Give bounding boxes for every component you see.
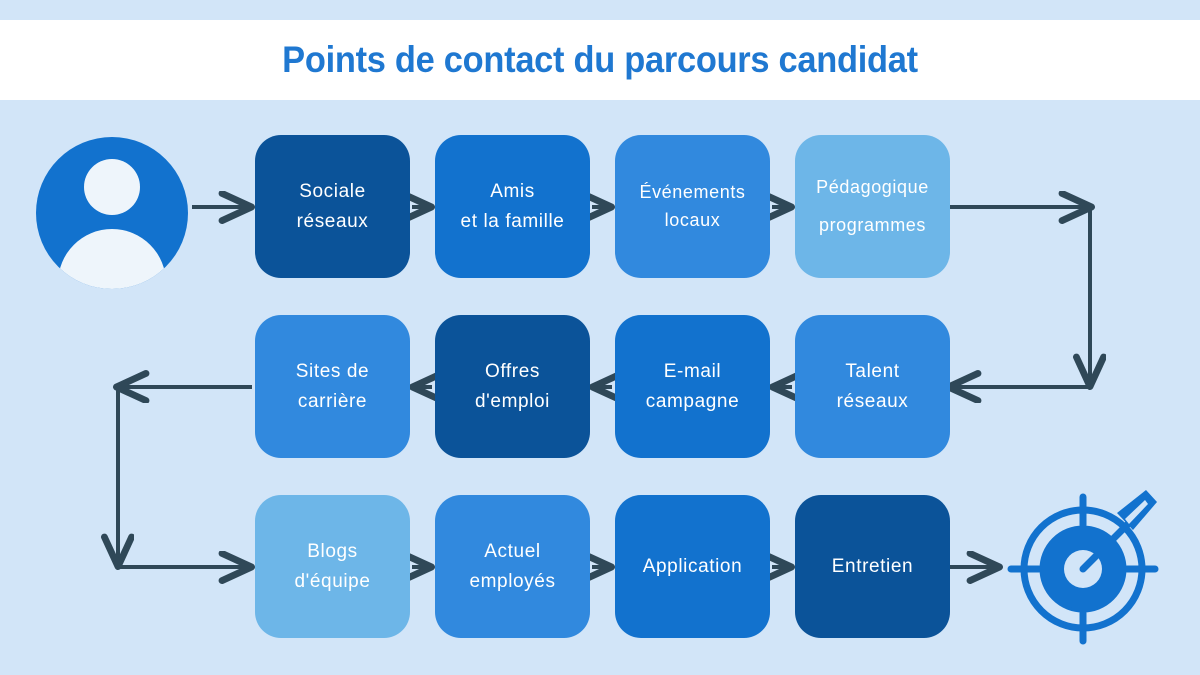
node-line1: Sociale	[299, 181, 366, 203]
node-line1: Sites de	[295, 361, 370, 383]
avatar-head-shape	[84, 159, 140, 215]
node-line2: d'équipe	[294, 570, 371, 592]
node-application[interactable]: Application	[615, 495, 770, 638]
node-line2: carrière	[297, 390, 368, 412]
node-line1: Amis	[490, 181, 535, 203]
node-talent-reseaux[interactable]: Talent réseaux	[795, 315, 950, 458]
user-avatar-icon	[36, 137, 188, 289]
node-actuel-employes[interactable]: Actuel employés	[435, 495, 590, 638]
node-line1: Pédagogique	[816, 176, 929, 197]
node-sociale-reseaux[interactable]: Sociale réseaux	[255, 135, 410, 278]
node-blogs-equipe[interactable]: Blogs d'équipe	[255, 495, 410, 638]
node-pedagogique-programmes[interactable]: Pédagogique programmes	[795, 135, 950, 278]
node-sites-carriere[interactable]: Sites de carrière	[255, 315, 410, 458]
node-line1: Blogs	[307, 541, 358, 563]
node-line2: campagne	[645, 390, 740, 412]
node-line2: et la famille	[460, 210, 565, 232]
target-arrow-icon	[1007, 490, 1159, 645]
node-line2: programmes	[818, 214, 926, 235]
node-line2: employés	[469, 570, 556, 592]
node-line2: réseaux	[836, 390, 909, 412]
node-line1: E-mail	[663, 361, 722, 383]
node-line1: Événements	[639, 181, 746, 202]
node-amis-famille[interactable]: Amis et la famille	[435, 135, 590, 278]
node-line1: Actuel	[484, 541, 541, 563]
node-evenements-locaux[interactable]: Événements locaux	[615, 135, 770, 278]
node-offres-emploi[interactable]: Offres d'emploi	[435, 315, 590, 458]
node-line1: Offres	[485, 361, 540, 383]
page-title: Points de contact du parcours candidat	[282, 39, 918, 80]
node-line1: Talent	[845, 361, 900, 383]
node-entretien[interactable]: Entretien	[795, 495, 950, 638]
avatar-body-shape	[58, 229, 166, 289]
node-email-campagne[interactable]: E-mail campagne	[615, 315, 770, 458]
title-band	[0, 20, 1200, 100]
node-line1: Application	[642, 555, 743, 577]
node-line2: d'emploi	[475, 390, 550, 412]
node-line2: locaux	[664, 209, 721, 230]
node-line2: réseaux	[296, 210, 369, 232]
node-line1: Entretien	[831, 555, 914, 577]
